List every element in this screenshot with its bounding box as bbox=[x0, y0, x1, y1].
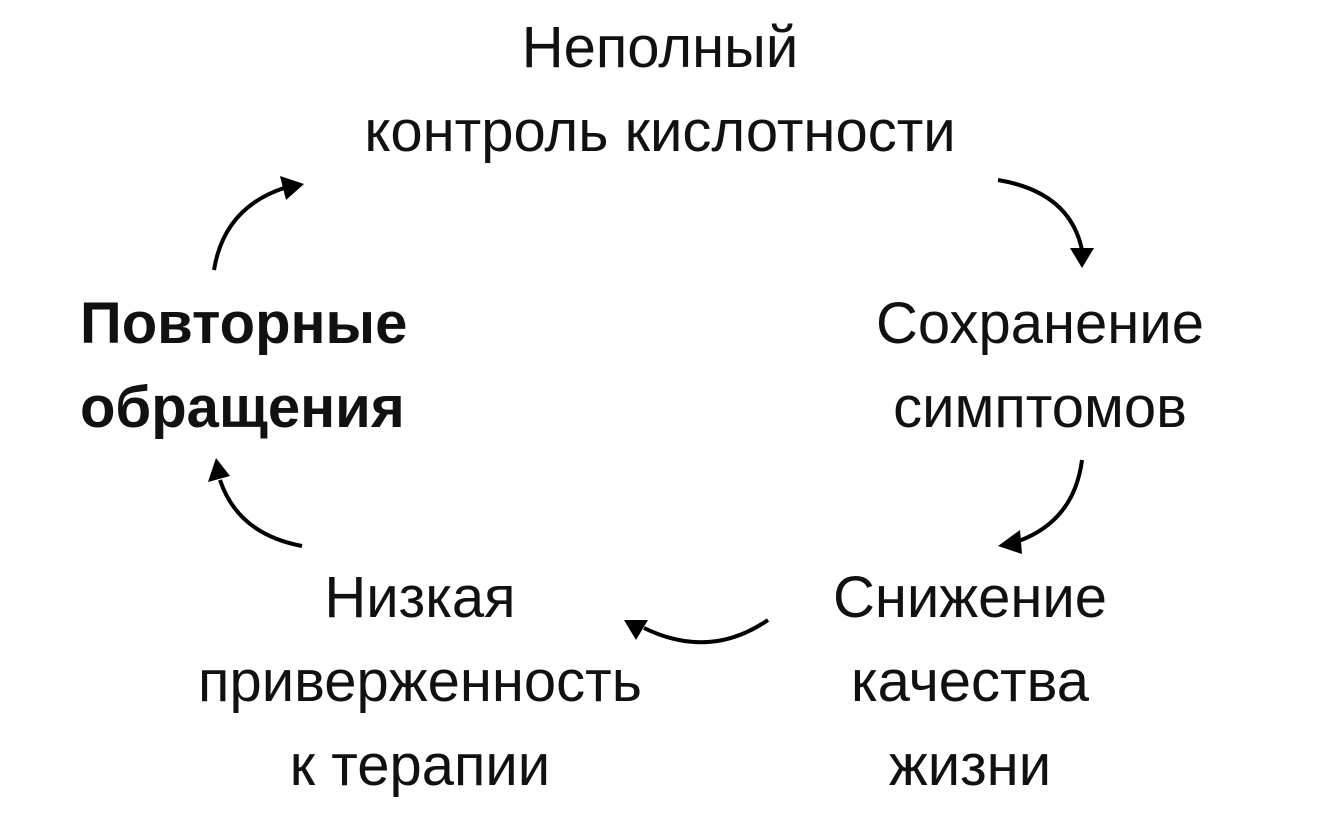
node-line: Низкая bbox=[324, 565, 516, 630]
node-repeat-visits: Повторные обращения bbox=[80, 282, 500, 450]
arrowhead-repeat-to-acid bbox=[280, 176, 304, 200]
node-reduced-quality-of-life: Снижение качества жизни bbox=[770, 556, 1170, 808]
node-line: качества bbox=[850, 649, 1090, 714]
arrow-symptoms-to-quality bbox=[1015, 459, 1084, 544]
node-line: Повторные bbox=[80, 291, 408, 356]
arrow-adherence-to-repeat bbox=[218, 479, 303, 548]
node-line: Сохранение bbox=[876, 291, 1204, 356]
node-line: к терапии bbox=[289, 733, 551, 798]
node-line: приверженность bbox=[198, 649, 642, 714]
node-line: Неполный bbox=[521, 15, 799, 80]
node-line: симптомов bbox=[893, 375, 1187, 440]
node-line: Снижение bbox=[832, 565, 1108, 630]
arrowhead-adherence-to-repeat bbox=[208, 458, 230, 482]
node-line: контроль кислотности bbox=[364, 99, 956, 164]
arrow-quality-to-adherence bbox=[643, 618, 770, 645]
node-line: жизни bbox=[888, 733, 1052, 798]
node-symptom-persistence: Сохранение симптомов bbox=[830, 282, 1250, 450]
arrowhead-quality-to-adherence bbox=[624, 620, 648, 640]
arrowhead-symptoms-to-quality bbox=[998, 530, 1022, 554]
arrowhead-acid-to-symptoms bbox=[1070, 248, 1094, 268]
node-low-adherence: Низкая приверженность к терапии bbox=[140, 556, 700, 808]
node-line: обращения bbox=[80, 375, 405, 440]
arrow-acid-to-symptoms bbox=[997, 178, 1084, 251]
node-incomplete-acid-control: Неполный контроль кислотности bbox=[300, 6, 1020, 174]
arrow-repeat-to-acid bbox=[212, 186, 285, 271]
